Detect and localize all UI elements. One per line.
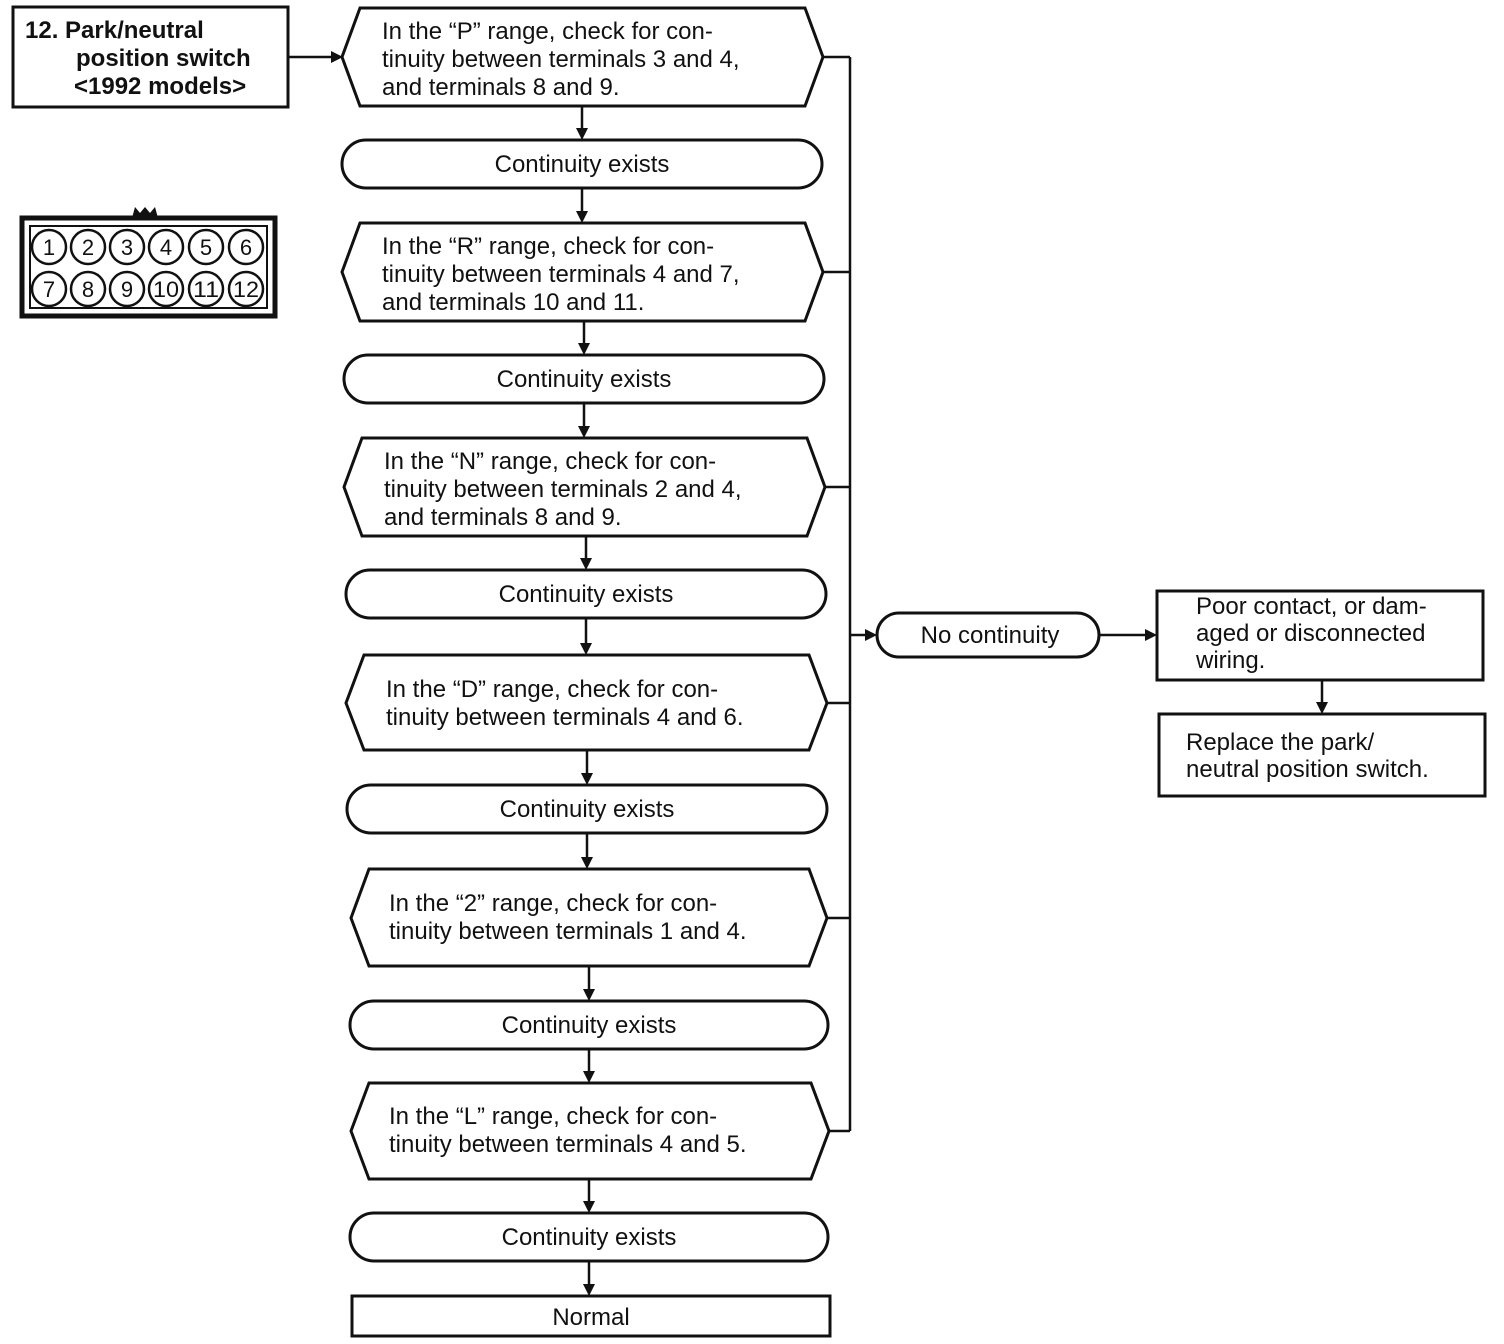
flow-arrowhead [581, 773, 593, 785]
no-continuity-arrowhead [865, 629, 877, 641]
result-l-label: Continuity exists [502, 1224, 677, 1251]
normal-box [350, 1294, 832, 1338]
terminal-circle [227, 228, 265, 266]
result-p-label: Continuity exists [495, 151, 670, 178]
terminal-circle [187, 228, 225, 266]
terminal-label: 3 [121, 235, 133, 260]
flow-arrows [576, 106, 595, 1296]
title-line-3: <1992 models> [74, 73, 246, 100]
check-box-d-range [344, 653, 829, 752]
terminal-label: 6 [240, 235, 252, 260]
no-continuity-label: No continuity [921, 622, 1060, 649]
failure-path: No continuity Poor contact, or dam- aged… [875, 589, 1487, 798]
check-l-line-2: tinuity between terminals 4 and 5. [389, 1131, 747, 1158]
terminal-circle [187, 270, 225, 308]
terminal-label: 9 [121, 277, 133, 302]
connector-lines [288, 51, 1328, 1133]
terminal-label: 7 [43, 277, 55, 302]
cause-box [1155, 589, 1485, 682]
step-4: In the “D” range, check for con- tinuity… [344, 653, 829, 835]
flow-arrowhead [580, 643, 592, 655]
terminal-circle [30, 270, 68, 308]
flow-arrowhead [581, 857, 593, 869]
result-r-label: Continuity exists [497, 366, 672, 393]
step-6: In the “L” range, check for con- tinuity… [348, 1081, 831, 1263]
terminal-label: 11 [193, 277, 219, 302]
flow-arrowhead [583, 989, 595, 1001]
check-box-n-range [342, 436, 827, 538]
cause-line-3: wiring. [1195, 647, 1265, 674]
flow-arrowhead [583, 1071, 595, 1083]
terminal-circle [69, 270, 107, 308]
title-arrowhead [331, 51, 343, 63]
check-box-l-range [349, 1081, 831, 1181]
flow-arrowhead [580, 558, 592, 570]
terminal-circle [108, 270, 146, 308]
terminal-label: 2 [82, 235, 94, 260]
step-1: In the “P” range, check for con- tinuity… [340, 6, 825, 190]
title-line-2: position switch [76, 45, 251, 72]
terminal-label: 10 [153, 277, 179, 302]
terminal-circle [227, 270, 265, 308]
check-d-line-2: tinuity between terminals 4 and 6. [386, 704, 744, 731]
step-5: In the “2” range, check for con- tinuity… [348, 867, 830, 1051]
terminal-label: 4 [160, 235, 172, 260]
terminal-label: 5 [200, 235, 212, 260]
title-box: 12. Park/neutral position switch <1992 m… [11, 5, 290, 109]
title-line-1: 12. Park/neutral [25, 17, 204, 44]
terminal-circle [69, 228, 107, 266]
check-2-line-2: tinuity between terminals 1 and 4. [389, 918, 747, 945]
terminal-label: 1 [43, 235, 55, 260]
result-n-label: Continuity exists [499, 581, 674, 608]
terminal-label: 8 [82, 277, 94, 302]
cause-arrowhead [1145, 629, 1157, 641]
final-box: Normal [350, 1294, 832, 1338]
check-box-2-range [349, 867, 829, 968]
normal-label: Normal [552, 1304, 629, 1331]
flow-arrowhead [578, 426, 590, 438]
action-arrowhead [1316, 702, 1328, 714]
check-2-line-1: In the “2” range, check for con- [389, 890, 717, 917]
flow-arrowhead [583, 1201, 595, 1213]
check-p-line-3: and terminals 8 and 9. [382, 74, 619, 101]
check-r-line-2: tinuity between terminals 4 and 7, [382, 261, 740, 288]
check-n-line-1: In the “N” range, check for con- [384, 448, 716, 475]
connector-inner [29, 225, 268, 309]
action-box [1157, 712, 1487, 798]
check-n-line-2: tinuity between terminals 2 and 4, [384, 476, 742, 503]
terminal-circle [30, 228, 68, 266]
check-d-line-1: In the “D” range, check for con- [386, 676, 718, 703]
terminal-label: 12 [233, 277, 259, 302]
step-2: In the “R” range, check for con- tinuity… [340, 221, 826, 405]
result-2-label: Continuity exists [502, 1012, 677, 1039]
flow-arrowhead [576, 128, 588, 140]
check-p-line-1: In the “P” range, check for con- [382, 18, 713, 45]
action-line-2: neutral position switch. [1186, 756, 1429, 783]
cause-line-1: Poor contact, or dam- [1196, 593, 1427, 620]
check-box-r-range [340, 221, 825, 323]
step-3: In the “N” range, check for con- tinuity… [342, 436, 828, 620]
check-p-line-2: tinuity between terminals 3 and 4, [382, 46, 740, 73]
terminal-circle [108, 228, 146, 266]
flow-arrowhead [583, 1284, 595, 1296]
terminal-circle [147, 270, 185, 308]
cause-line-2: aged or disconnected [1196, 620, 1426, 647]
check-r-line-1: In the “R” range, check for con- [382, 233, 714, 260]
connector-latch-icon [132, 207, 158, 218]
action-line-1: Replace the park/ [1186, 729, 1374, 756]
check-n-line-3: and terminals 8 and 9. [384, 504, 621, 531]
check-r-line-3: and terminals 10 and 11. [382, 289, 644, 316]
flow-arrowhead [576, 211, 588, 223]
terminal-circle [147, 228, 185, 266]
result-d-label: Continuity exists [500, 796, 675, 823]
check-l-line-1: In the “L” range, check for con- [389, 1103, 717, 1130]
flow-arrowhead [578, 343, 590, 355]
